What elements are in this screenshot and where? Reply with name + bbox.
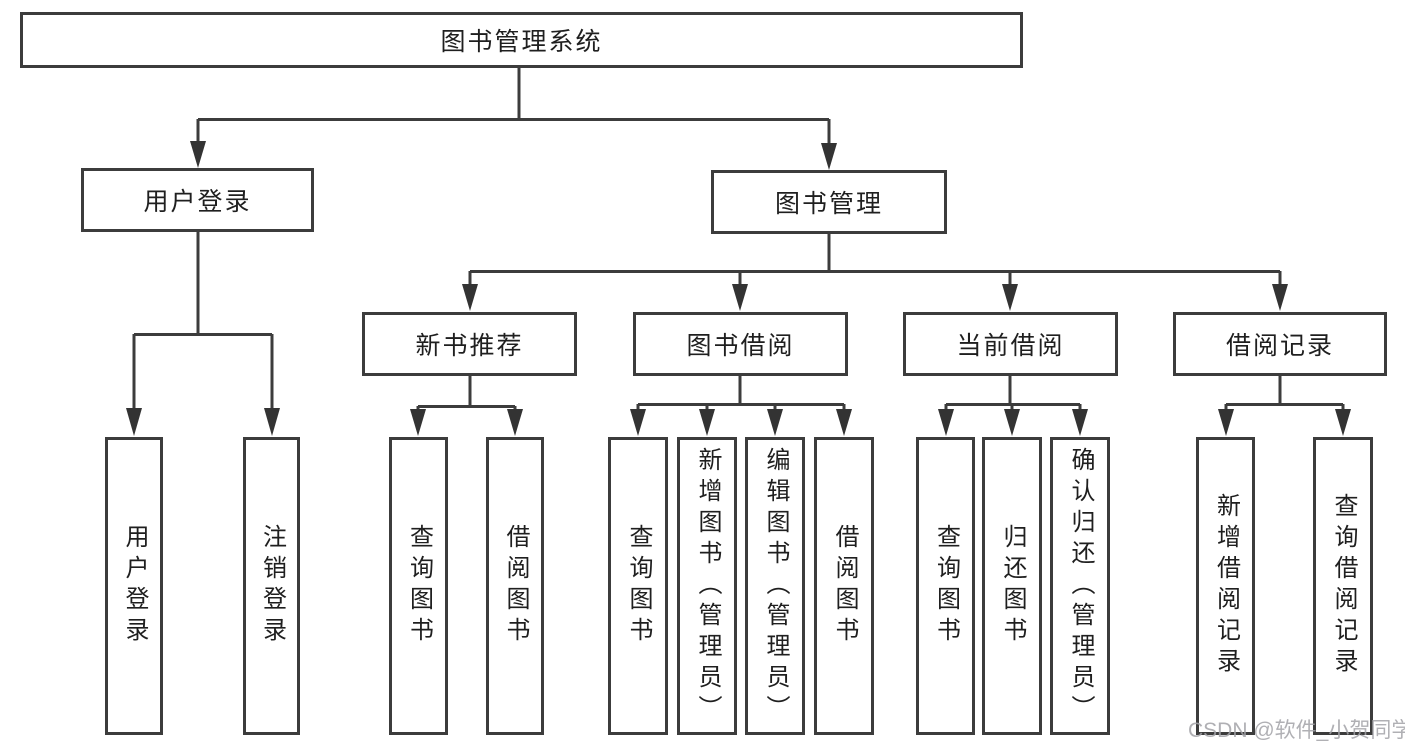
leaf-confirm-return-admin: 确认归还（管理员） bbox=[1050, 437, 1110, 735]
arrowheads bbox=[126, 141, 1351, 436]
node-current-borrow: 当前借阅 bbox=[903, 312, 1118, 376]
leaf-edit-books-admin: 编辑图书（管理员） bbox=[745, 437, 805, 735]
node-new-book-recommend: 新书推荐 bbox=[362, 312, 577, 376]
leaf-borrow-books-1-label: 借阅图书 bbox=[502, 524, 529, 648]
leaf-add-borrow-record-label: 新增借阅记录 bbox=[1212, 493, 1240, 679]
node-book-borrow-label: 图书借阅 bbox=[686, 332, 795, 360]
node-root-label: 图书管理系统 bbox=[440, 28, 603, 56]
leaf-return-books-label: 归还图书 bbox=[999, 524, 1026, 648]
leaf-query-books-2: 查询图书 bbox=[608, 437, 668, 735]
leaf-query-books-3-label: 查询图书 bbox=[932, 524, 960, 648]
node-user-login: 用户登录 bbox=[81, 168, 314, 232]
connector-login-to-leaves bbox=[132, 232, 274, 410]
leaf-add-books-admin: 新增图书（管理员） bbox=[677, 437, 737, 735]
connector-borrow-to-leaves bbox=[636, 376, 846, 412]
leaf-query-borrow-record-label: 查询借阅记录 bbox=[1330, 493, 1357, 679]
node-current-borrow-label: 当前借阅 bbox=[956, 332, 1065, 360]
leaf-add-borrow-record: 新增借阅记录 bbox=[1196, 437, 1255, 735]
leaf-borrow-books-2-label: 借阅图书 bbox=[831, 524, 858, 648]
leaf-confirm-return-admin-label: 确认归还（管理员） bbox=[1067, 446, 1094, 726]
leaf-add-books-admin-label: 新增图书（管理员） bbox=[694, 446, 721, 726]
leaf-query-books-1-label: 查询图书 bbox=[405, 524, 433, 648]
leaf-logout-label: 注销登录 bbox=[258, 524, 286, 648]
leaf-user-login: 用户登录 bbox=[105, 437, 163, 735]
leaf-logout: 注销登录 bbox=[243, 437, 300, 735]
node-book-management-label: 图书管理 bbox=[774, 190, 883, 218]
connector-current-to-leaves bbox=[944, 376, 1082, 412]
node-borrow-records: 借阅记录 bbox=[1173, 312, 1387, 376]
node-root: 图书管理系统 bbox=[20, 12, 1023, 68]
leaf-edit-books-admin-label: 编辑图书（管理员） bbox=[762, 446, 789, 726]
leaf-query-borrow-record: 查询借阅记录 bbox=[1313, 437, 1373, 735]
connector-mgmt-to-level3 bbox=[468, 234, 1282, 286]
leaf-query-books-1: 查询图书 bbox=[389, 437, 448, 735]
leaf-query-books-2-label: 查询图书 bbox=[625, 524, 652, 648]
leaf-borrow-books-1: 借阅图书 bbox=[486, 437, 544, 735]
node-borrow-records-label: 借阅记录 bbox=[1225, 332, 1334, 360]
connector-records-to-leaves bbox=[1224, 376, 1345, 412]
node-new-book-recommend-label: 新书推荐 bbox=[415, 332, 524, 360]
csdn-watermark: CSDN @软件_小贺同学 bbox=[1188, 719, 1405, 742]
node-book-borrow: 图书借阅 bbox=[633, 312, 848, 376]
leaf-user-login-label: 用户登录 bbox=[121, 524, 148, 648]
connector-recommend-to-leaves bbox=[416, 376, 517, 412]
leaf-query-books-3: 查询图书 bbox=[916, 437, 975, 735]
connector-root-to-level2 bbox=[196, 68, 831, 145]
node-book-management: 图书管理 bbox=[711, 170, 947, 234]
node-user-login-label: 用户登录 bbox=[143, 188, 252, 216]
leaf-borrow-books-2: 借阅图书 bbox=[814, 437, 874, 735]
leaf-return-books: 归还图书 bbox=[982, 437, 1042, 735]
